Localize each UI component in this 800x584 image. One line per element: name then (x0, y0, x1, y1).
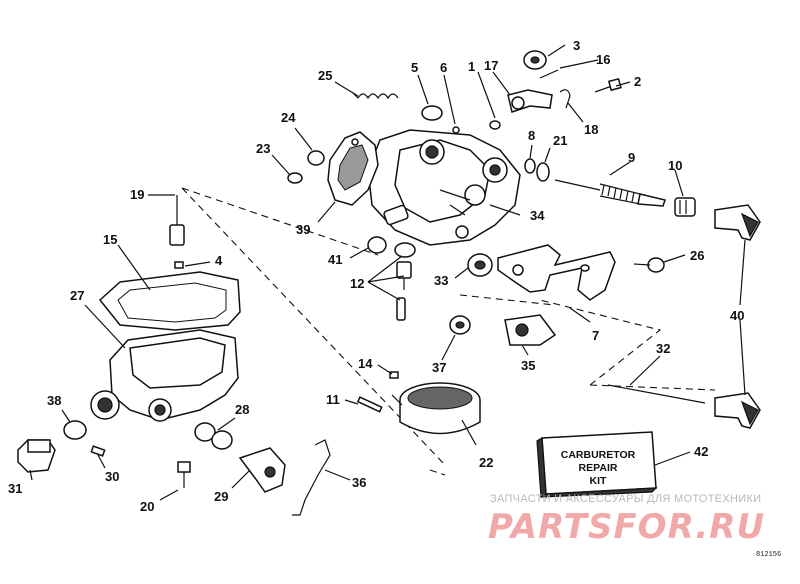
pin-30 (90, 445, 106, 457)
washer-1 (489, 120, 501, 130)
pin-14 (389, 371, 399, 379)
callout-numbers: 1 2 3 4 5 6 7 8 10 11 12 14 15 16 17 18 … (8, 38, 744, 514)
gasket-39 (327, 131, 379, 206)
callout-41: 41 (328, 252, 342, 267)
callout-26: 26 (690, 248, 704, 263)
pin-11 (356, 396, 383, 413)
shaft-32 (607, 384, 706, 404)
callout-12: 12 (350, 276, 364, 291)
washer-21 (536, 162, 550, 182)
fitting-35 (504, 314, 557, 346)
callout-19: 19 (130, 187, 144, 202)
callout-10: 10 (668, 158, 682, 173)
callout-32: 32 (656, 341, 670, 356)
clip-4 (174, 261, 184, 269)
needle-19 (169, 195, 185, 246)
valve-29 (238, 447, 286, 493)
callout-8: 8 (528, 128, 535, 143)
callout-23: 23 (256, 141, 270, 156)
callout-27: 27 (70, 288, 84, 303)
callout-5: 5 (411, 60, 418, 75)
repair-kit-box (536, 431, 658, 499)
nut-10 (674, 197, 696, 217)
callout-25: 25 (318, 68, 332, 83)
ball-6 (452, 126, 460, 134)
callout-18: 18 (584, 122, 598, 137)
callout-16: 16 (596, 52, 610, 67)
figure-number: 812156 (756, 551, 781, 559)
callout-21: 21 (553, 133, 567, 148)
callout-15: 15 (103, 232, 117, 247)
callout-34: 34 (530, 208, 545, 223)
callout-29: 29 (214, 489, 228, 504)
kit-label-line3: KIT (590, 475, 608, 487)
float-bowl-27 (90, 329, 239, 422)
callout-42: 42 (694, 444, 708, 459)
watermark-caption: ЗАПЧАСТИ И АКСЕССУАРЫ ДЛЯ МОТОТЕХНИКИ (490, 493, 761, 505)
spring-25 (351, 91, 399, 100)
callout-7: 7 (592, 328, 599, 343)
callout-35: 35 (521, 358, 535, 373)
leader-lines (29, 44, 746, 501)
callout-2: 2 (634, 74, 641, 89)
bracket-7 (497, 244, 616, 301)
callout-37: 37 (432, 360, 446, 375)
cam-3 (523, 50, 547, 70)
gasket-15 (98, 271, 241, 331)
callout-28: 28 (235, 402, 249, 417)
callout-22: 22 (479, 455, 493, 470)
callout-39: 39 (296, 222, 310, 237)
bolt-31 (17, 439, 56, 473)
clamp-37 (449, 315, 471, 335)
watermark-brand: PARTSFOR.RU (488, 507, 765, 547)
bushing-33 (467, 253, 493, 277)
callout-6: 6 (440, 60, 447, 75)
callout-9: 9 (628, 150, 635, 165)
washer-8 (524, 158, 536, 174)
plug-41 (367, 236, 387, 254)
callout-33: 33 (434, 273, 448, 288)
callout-24: 24 (281, 110, 296, 125)
kit-label-line1: CARBURETOR (561, 449, 636, 461)
clip-18 (559, 89, 571, 109)
carburetor-body (367, 129, 521, 246)
kit-label-line2: REPAIR (579, 462, 618, 474)
needle-9 (554, 179, 666, 207)
callout-4: 4 (215, 253, 223, 268)
wire-36 (292, 439, 331, 516)
callout-40: 40 (730, 308, 744, 323)
callout-3: 3 (573, 38, 580, 53)
knob-40-lower (714, 392, 761, 429)
screw-16 (539, 69, 559, 79)
lever-17 (507, 89, 553, 113)
plug-38 (63, 420, 87, 440)
screw-20 (177, 461, 191, 488)
screw-26 (633, 257, 665, 273)
jet-12 (394, 242, 416, 321)
callout-20: 20 (140, 499, 154, 514)
callout-38: 38 (47, 393, 61, 408)
callout-36: 36 (352, 475, 366, 490)
screw-2 (594, 77, 622, 93)
callout-31: 31 (8, 481, 22, 496)
spring-24 (307, 150, 325, 166)
callout-1: 1 (468, 59, 475, 74)
o-rings-28 (194, 422, 233, 450)
float-22 (391, 382, 481, 435)
callout-30: 30 (105, 469, 119, 484)
plug-23 (287, 172, 303, 184)
knob-40-upper (714, 204, 761, 241)
plug-5 (421, 105, 443, 121)
callout-17: 17 (484, 58, 498, 73)
callout-14: 14 (358, 356, 373, 371)
callout-11: 11 (326, 392, 340, 407)
